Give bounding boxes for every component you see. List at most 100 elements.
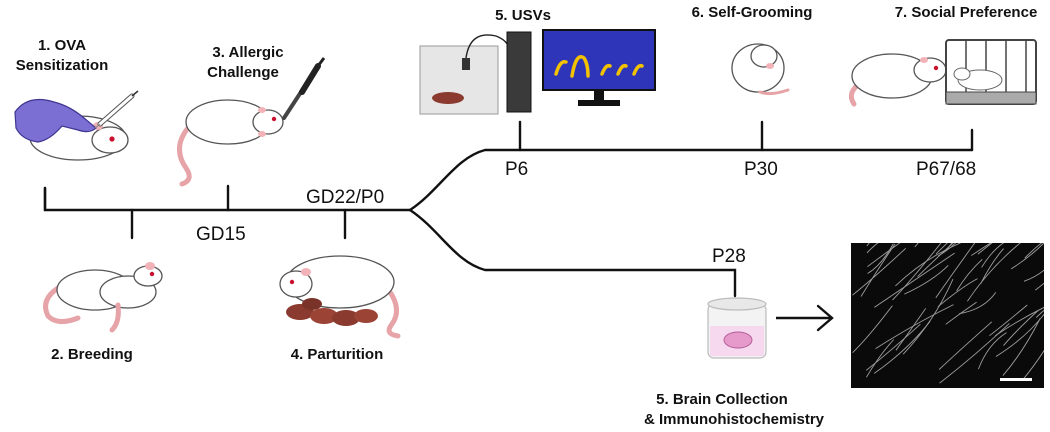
rat-pups — [286, 298, 378, 326]
micrograph-fiber — [938, 321, 993, 370]
micrograph-fiber — [895, 243, 962, 287]
micrograph-fiber — [977, 332, 1007, 370]
micrograph-fiber — [956, 258, 983, 292]
micrograph-fiber — [1023, 269, 1044, 282]
label-allergic-line1: 3. Allergic — [212, 44, 283, 61]
rat-ear — [920, 57, 928, 63]
rat-eye — [109, 136, 115, 142]
brain-collection-illustration — [707, 297, 767, 359]
micrograph-fiber — [917, 243, 954, 277]
micrograph-fiber — [977, 243, 993, 255]
rat-tail — [758, 88, 790, 96]
micrograph-fiber — [895, 308, 927, 351]
label-ova-line1: 1. OVA — [38, 37, 86, 54]
micrograph-fiber — [867, 243, 894, 274]
micrograph-fiber — [989, 304, 1028, 337]
label-social-preference: 7. Social Preference — [895, 4, 1038, 21]
micrograph-fiber — [852, 247, 907, 296]
microphone-icon — [462, 58, 470, 70]
monitor-base — [578, 100, 620, 106]
micrograph-fiber — [866, 243, 870, 247]
rat-eye — [149, 271, 155, 277]
timepoint-labels: GD15 GD22/P0 P6 P30 P67/68 P28 — [196, 159, 976, 267]
micrograph-fiber — [935, 243, 948, 255]
label-ova-line2: Sensitization — [16, 57, 109, 74]
syringe-icon — [94, 90, 139, 129]
rat-eye — [933, 65, 939, 71]
rat-ear — [145, 262, 155, 270]
pup-in-chamber — [432, 92, 464, 104]
rat-ear-2 — [258, 131, 266, 137]
label-gd22-p0: GD22/P0 — [306, 187, 384, 208]
rat-tail-2 — [109, 302, 121, 333]
pipette-icon — [282, 57, 326, 120]
micrograph-fiber — [865, 323, 921, 371]
micrograph-fiber — [1024, 243, 1043, 259]
micrograph-fiber — [914, 243, 919, 248]
label-breeding: 2. Breeding — [51, 346, 133, 363]
micrograph-fiber — [1035, 282, 1044, 291]
micrograph-fiber — [902, 278, 954, 355]
micrograph-fiber — [873, 321, 931, 374]
micrograph-fiber — [892, 243, 942, 301]
rat-ear — [258, 107, 266, 113]
lower-branch — [408, 208, 737, 298]
label-p67-68: P67/68 — [916, 159, 976, 180]
micrograph-fiber — [875, 304, 954, 349]
micrograph-fiber — [1010, 243, 1044, 270]
scale-bar — [1000, 378, 1032, 381]
jar-lid — [707, 297, 767, 311]
label-p6: P6 — [505, 159, 528, 180]
breeding-illustration — [43, 262, 163, 333]
micrograph-fiber — [1021, 349, 1044, 381]
cage-icon — [945, 39, 1037, 105]
micrograph-fiber — [959, 292, 997, 315]
label-brain-line2: & Immunohistochemistry — [644, 411, 825, 428]
mother-rat-head — [279, 270, 313, 298]
micrograph-fiber — [939, 323, 1010, 384]
micrograph-fiber — [874, 252, 955, 308]
monitor-neck — [594, 90, 604, 100]
micrograph-fibers — [852, 243, 1044, 384]
micrograph-fiber — [935, 243, 976, 298]
micrograph-fiber — [981, 243, 1005, 268]
rat-tail — [386, 289, 401, 339]
usv-traces — [554, 55, 644, 78]
micrograph-fiber — [1035, 309, 1044, 318]
micrograph-fiber — [904, 265, 949, 295]
micrograph-fiber — [852, 305, 893, 354]
arrow-right-icon — [776, 304, 834, 332]
micrograph-fiber — [937, 278, 978, 308]
rat-eye — [289, 279, 295, 285]
micrograph-fiber — [867, 243, 901, 268]
rat-tail — [177, 125, 192, 187]
micrograph-fiber — [1003, 310, 1039, 346]
label-p30: P30 — [744, 159, 778, 180]
rat-head — [913, 57, 947, 83]
purple-glove — [14, 99, 97, 143]
brain-icon — [723, 331, 753, 349]
rat-paw — [766, 63, 774, 69]
label-allergic-line2: Challenge — [207, 64, 279, 81]
timeline-lines — [43, 120, 974, 298]
allergic-challenge-illustration — [177, 57, 326, 187]
micrograph-fiber — [971, 243, 992, 256]
micrograph-fiber — [967, 243, 1021, 302]
rat-head — [252, 109, 284, 135]
label-p28: P28 — [712, 246, 746, 267]
rat-ear — [301, 268, 311, 276]
label-brain-line1: 5. Brain Collection — [656, 391, 788, 408]
label-usvs: 5. USVs — [495, 7, 551, 24]
immunohistochemistry-micrograph — [851, 243, 1044, 388]
micrograph-fiber — [995, 313, 1044, 357]
upper-branch — [408, 148, 974, 212]
label-gd15: GD15 — [196, 224, 246, 245]
micrograph-fiber — [1002, 318, 1041, 376]
micrograph-fiber — [866, 339, 895, 378]
step-labels: 1. OVA Sensitization 2. Breeding 3. Alle… — [16, 4, 1038, 428]
rat-eye — [271, 116, 277, 122]
usv-recording-illustration — [419, 29, 656, 115]
ova-sensitization-illustration — [14, 90, 139, 161]
